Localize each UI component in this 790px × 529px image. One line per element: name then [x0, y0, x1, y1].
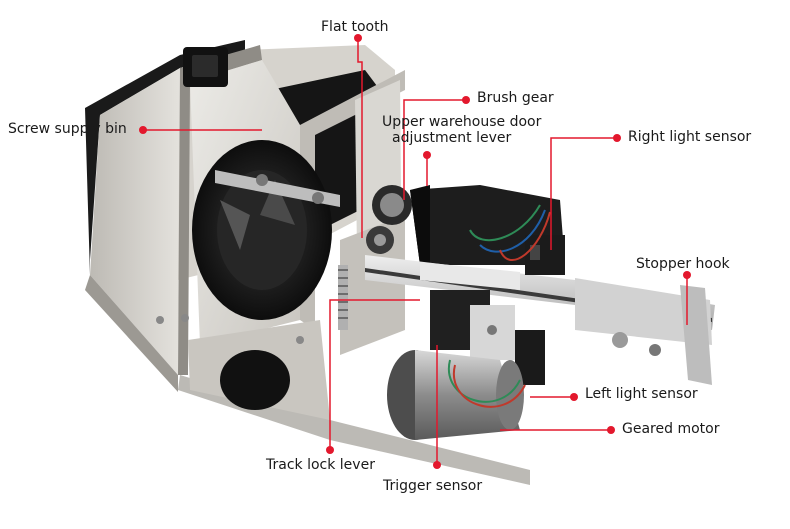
- dot-geared-motor: [607, 426, 615, 434]
- label-left-light-sensor: Left light sensor: [585, 386, 698, 402]
- label-trigger-sensor: Trigger sensor: [383, 478, 483, 494]
- label-upper-door-lever-line2: adjustment lever: [392, 130, 512, 146]
- dot-upper-door-lever: [423, 151, 431, 159]
- label-brush-gear: Brush gear: [477, 90, 554, 106]
- dot-trigger-sensor: [433, 461, 441, 469]
- inner-wheel: [192, 140, 332, 320]
- label-track-lock-lever: Track lock lever: [266, 457, 375, 473]
- bin-left-wall: [85, 40, 245, 392]
- trigger-sensor-body: [430, 290, 515, 360]
- dot-track-lock-lever: [326, 446, 334, 454]
- dot-screw-supply-bin: [139, 126, 147, 134]
- stopper-assembly: [575, 278, 712, 385]
- spring: [338, 265, 348, 330]
- dot-left-light-sensor: [570, 393, 578, 401]
- label-flat-tooth: Flat tooth: [321, 19, 389, 35]
- power-switch: [183, 47, 228, 87]
- callout-lines: [143, 38, 688, 465]
- label-geared-motor: Geared motor: [622, 421, 720, 437]
- label-screw-supply-bin: Screw supply bin: [8, 121, 127, 137]
- label-upper-door-lever-line1: Upper warehouse door: [382, 114, 542, 130]
- dot-flat-tooth: [354, 34, 362, 42]
- dot-brush-gear: [462, 96, 470, 104]
- callout-flat-tooth: [357, 38, 363, 238]
- callout-track-lock-lever: [329, 299, 420, 450]
- right-light-sensor-body: [525, 235, 565, 275]
- label-right-light-sensor: Right light sensor: [628, 129, 752, 145]
- label-stopper-hook: Stopper hook: [636, 256, 730, 272]
- dot-stopper-hook: [683, 271, 691, 279]
- lower-frame: [156, 314, 330, 420]
- callout-right-light-sensor: [550, 137, 617, 250]
- label-upper-door-lever: Upper warehouse door adjustment lever: [382, 114, 572, 146]
- callout-brush-gear: [403, 99, 466, 200]
- geared-motor-body: [387, 350, 524, 440]
- wires: [447, 204, 551, 408]
- callout-dots: [139, 34, 691, 469]
- dot-right-light-sensor: [613, 134, 621, 142]
- shaft-rod: [215, 170, 340, 207]
- brush-gear-assembly: [366, 185, 412, 254]
